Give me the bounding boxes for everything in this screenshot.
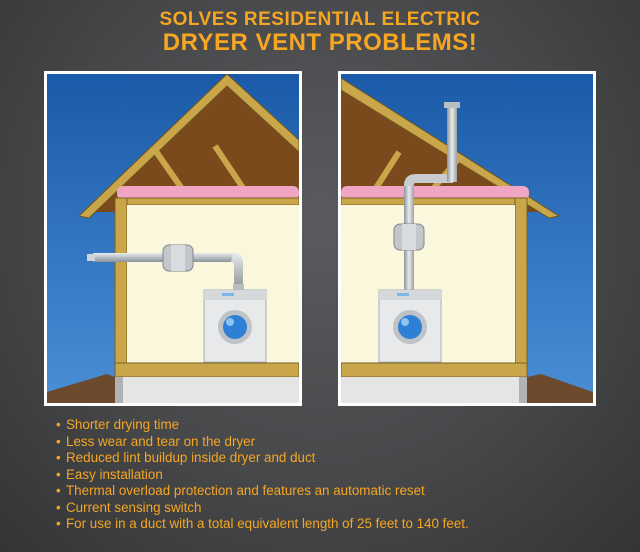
bullet-icon: • [56, 483, 61, 498]
feature-text: Reduced lint buildup inside dryer and du… [66, 450, 316, 465]
roof-eave [77, 74, 299, 219]
dryer-panel [379, 290, 441, 300]
foundation [341, 377, 525, 403]
bullet-icon: • [56, 466, 61, 482]
floor-joist [114, 362, 299, 378]
bullet-icon: • [56, 516, 61, 531]
feature-item: • Less wear and tear on the dryer [56, 434, 616, 451]
bullet-icon: • [56, 499, 61, 515]
foundation-edge [115, 377, 123, 403]
dryer-panel [204, 290, 266, 300]
feature-text: Thermal overload protection and features… [66, 483, 425, 498]
ceiling-joist [114, 197, 299, 206]
bullet-icon: • [56, 417, 61, 432]
feature-item: • Thermal overload protection and feature… [56, 483, 616, 500]
ceiling-joist [341, 197, 528, 206]
feature-text: Current sensing switch [66, 499, 202, 515]
feature-item: • For use in a duct with a total equivale… [56, 516, 616, 533]
roof-cap [444, 102, 460, 108]
ground [47, 374, 115, 403]
roof-vent-panel [338, 71, 596, 406]
bullet-icon: • [56, 450, 61, 465]
dryer-door-window [398, 315, 422, 339]
dryer-display [222, 293, 234, 296]
duct-connector [233, 284, 244, 292]
feature-item: • Easy installation [56, 467, 616, 484]
feature-list: • Shorter drying time • Less wear and tear… [56, 417, 616, 533]
duct-elbow-lower [404, 174, 453, 186]
feature-item: • Current sensing switch [56, 500, 616, 517]
duct-roof-stack [447, 106, 457, 146]
floor-joist [341, 362, 528, 378]
feature-text: Easy installation [66, 466, 163, 482]
ground [527, 374, 593, 403]
feature-text: Less wear and tear on the dryer [66, 433, 256, 449]
headline: SOLVES RESIDENTIAL ELECTRIC DRYER VENT P… [0, 9, 640, 56]
feature-item: • Reduced lint buildup inside dryer and d… [56, 450, 616, 467]
feature-item: • Shorter drying time [56, 417, 616, 434]
duct-outlet [87, 254, 95, 261]
headline-line-2: DRYER VENT PROBLEMS! [162, 28, 478, 56]
insulation [117, 186, 299, 200]
dryer-window-highlight [401, 318, 409, 326]
attic [87, 82, 299, 212]
dryer-display [397, 293, 409, 296]
feature-text: Shorter drying time [66, 417, 180, 432]
dryer-door-window [223, 315, 247, 339]
bullet-icon: • [56, 433, 61, 449]
headline-line-1: SOLVES RESIDENTIAL ELECTRIC [159, 9, 481, 30]
wall-stud [514, 197, 528, 379]
duct-elbow [231, 253, 243, 289]
wall-stud [114, 197, 128, 379]
foundation-edge [519, 377, 527, 403]
dryer-window-highlight [226, 318, 234, 326]
fan-band [171, 245, 185, 271]
wall-vented-dryer-illustration [47, 74, 299, 403]
wall-vent-panel [44, 71, 302, 406]
insulation [341, 186, 529, 200]
duct-offset [447, 142, 457, 182]
roof-vented-dryer-illustration [341, 74, 593, 403]
foundation [117, 377, 299, 403]
fan-band [402, 224, 416, 250]
feature-text: For use in a duct with a total equivalen… [66, 516, 469, 531]
